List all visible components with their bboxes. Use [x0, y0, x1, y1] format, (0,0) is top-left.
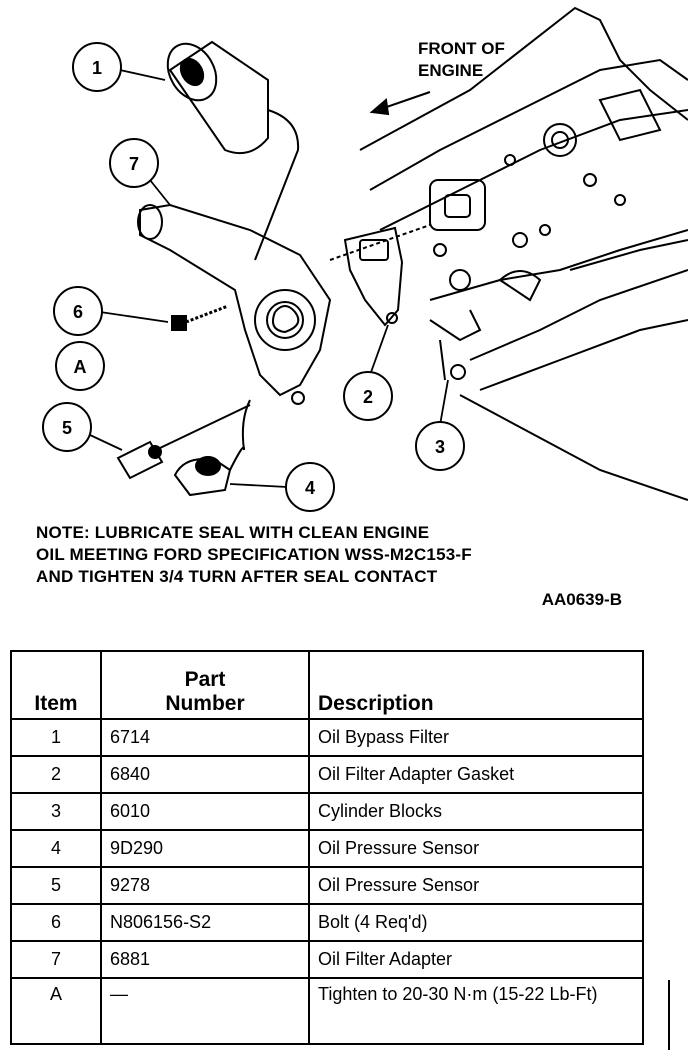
engine-exploded-diagram: 1 7 6 A 5 2 3 4: [42, 6, 688, 512]
callout-7: 7: [109, 138, 159, 188]
front-of-engine-label: FRONT OF ENGINE: [418, 38, 505, 82]
svg-text:2: 2: [363, 387, 373, 407]
cell-item: 5: [10, 866, 102, 905]
svg-text:4: 4: [305, 478, 315, 498]
bolt-drawing: [171, 304, 229, 331]
svg-text:6: 6: [73, 302, 83, 322]
cell-part: N806156-S2: [100, 903, 310, 942]
cell-part: —: [100, 977, 310, 1045]
table-row: A — Tighten to 20-30 N·m (15-22 Lb-Ft): [10, 977, 644, 1045]
note-line3: AND TIGHTEN 3/4 TURN AFTER SEAL CONTACT: [36, 567, 438, 586]
adapter-gasket-drawing: [329, 224, 431, 327]
cell-description: Oil Filter Adapter: [308, 940, 644, 979]
figure-id: AA0639-B: [541, 590, 622, 609]
table-header-row: Item Part Number Description: [10, 650, 644, 720]
callout-1: 1: [72, 42, 122, 92]
cell-part: 6840: [100, 755, 310, 794]
table-row: 5 9278 Oil Pressure Sensor: [10, 866, 644, 905]
leader-lines: [89, 69, 449, 488]
cell-item: A: [10, 977, 102, 1045]
table-row: 1 6714 Oil Bypass Filter: [10, 718, 644, 757]
callout-6: 6: [53, 286, 103, 336]
callout-2: 2: [343, 371, 393, 421]
cell-part: 9278: [100, 866, 310, 905]
callout-3: 3: [415, 421, 465, 471]
pressure-sensor-4-drawing: [173, 446, 246, 497]
front-label-line2: ENGINE: [418, 61, 484, 80]
header-part-line2: Number: [165, 692, 245, 715]
cell-item: 3: [10, 792, 102, 831]
header-part-number: Part Number: [100, 650, 310, 720]
table-row: 6 N806156-S2 Bolt (4 Req'd): [10, 903, 644, 942]
svg-text:A: A: [74, 357, 87, 377]
cell-item: 1: [10, 718, 102, 757]
cell-description: Bolt (4 Req'd): [308, 903, 644, 942]
svg-text:3: 3: [435, 437, 445, 457]
svg-text:1: 1: [92, 58, 102, 78]
svg-text:5: 5: [62, 418, 72, 438]
front-label-line1: FRONT OF: [418, 39, 505, 58]
table-row: 7 6881 Oil Filter Adapter: [10, 940, 644, 979]
table-row: 4 9D290 Oil Pressure Sensor: [10, 829, 644, 868]
cell-description: Oil Filter Adapter Gasket: [308, 755, 644, 794]
callout-A: A: [55, 341, 105, 391]
oil-filter-adapter-drawing: [137, 203, 332, 451]
header-item: Item: [10, 650, 102, 720]
pressure-sensor-5-drawing: [116, 404, 251, 480]
table-row: 2 6840 Oil Filter Adapter Gasket: [10, 755, 644, 794]
cell-description: Oil Bypass Filter: [308, 718, 644, 757]
cell-description: Cylinder Blocks: [308, 792, 644, 831]
cell-description: Tighten to 20-30 N·m (15-22 Lb-Ft): [308, 977, 644, 1045]
front-of-engine-arrow: [369, 91, 431, 116]
cell-part: 6010: [100, 792, 310, 831]
callout-4: 4: [285, 462, 335, 512]
table-row: 3 6010 Cylinder Blocks: [10, 792, 644, 831]
oil-bypass-filter-drawing: [166, 40, 300, 261]
cell-item: 6: [10, 903, 102, 942]
cell-part: 9D290: [100, 829, 310, 868]
cell-description: Oil Pressure Sensor: [308, 866, 644, 905]
note-line1: NOTE: LUBRICATE SEAL WITH CLEAN ENGINE: [36, 523, 430, 542]
header-part-line1: Part: [184, 668, 226, 691]
cell-item: 2: [10, 755, 102, 794]
svg-text:7: 7: [129, 154, 139, 174]
cell-description: Oil Pressure Sensor: [308, 829, 644, 868]
cell-part: 6881: [100, 940, 310, 979]
engine-block-drawing: [359, 6, 688, 501]
cell-item: 7: [10, 940, 102, 979]
parts-table: Item Part Number Description 1 6714 Oil …: [10, 650, 644, 1045]
header-description: Description: [308, 650, 644, 720]
note-line2: OIL MEETING FORD SPECIFICATION WSS-M2C15…: [36, 545, 472, 564]
lubrication-note: NOTE: LUBRICATE SEAL WITH CLEAN ENGINE O…: [36, 522, 616, 588]
callout-5: 5: [42, 402, 92, 452]
cell-part: 6714: [100, 718, 310, 757]
scan-edge-mark: [668, 980, 670, 1050]
cell-item: 4: [10, 829, 102, 868]
